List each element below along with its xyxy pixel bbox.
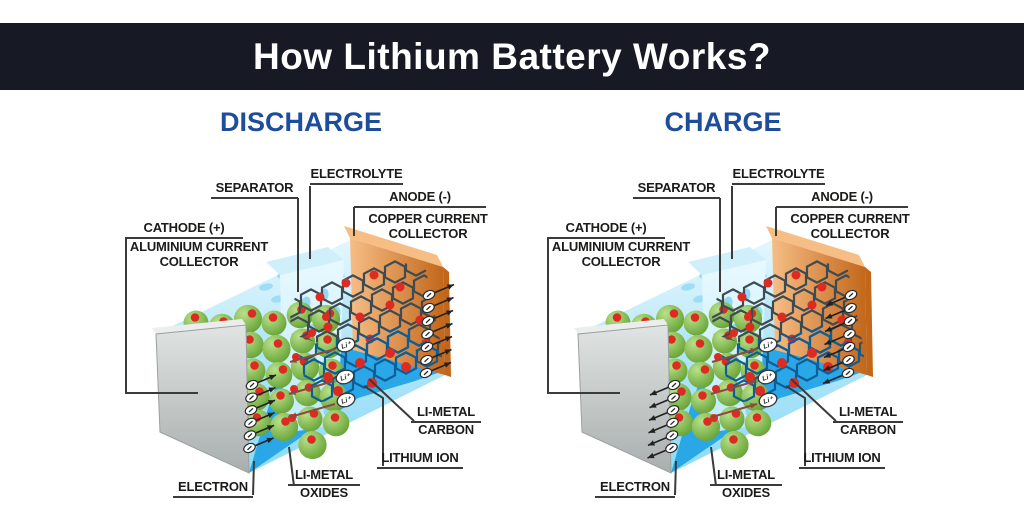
label-electrolyte: ELECTROLYTE (310, 166, 403, 186)
discharge-title: DISCHARGE (219, 107, 383, 137)
svg-text:Li⁺: Li⁺ (762, 341, 775, 351)
label-copper-current-collector: COPPER CURRENT COLLECTOR (368, 211, 488, 241)
label-cathode: CATHODE (+) (125, 220, 243, 240)
label-lithium-ion: LITHIUM ION (377, 450, 463, 470)
label-separator: SEPARATOR (211, 180, 298, 200)
label-electron: ELECTRON (595, 479, 675, 499)
svg-text:Li⁺: Li⁺ (340, 396, 353, 406)
label-anode: ANODE (-) (776, 189, 908, 209)
svg-text:Li⁺: Li⁺ (761, 373, 774, 383)
label-electrolyte: ELECTROLYTE (732, 166, 825, 186)
charge-battery-illustration: Li⁺ Li⁺ Li⁺ (547, 186, 873, 496)
discharge-battery-illustration: Li⁺ Li⁺ Li⁺ (125, 186, 455, 496)
label-electron: ELECTRON (173, 479, 253, 499)
aluminium-collector-slab (574, 319, 672, 474)
label-separator: SEPARATOR (633, 180, 720, 200)
aluminium-electron-flow (243, 374, 277, 454)
label-copper-current-collector: COPPER CURRENT COLLECTOR (790, 211, 910, 241)
charge-panel: CHARGE Li⁺ Li⁺ Li⁺ SEPARATOR ELECTROLYTE A… (450, 95, 970, 512)
header-title: How Lithium Battery Works? (252, 35, 772, 77)
electrolyte-lithium-dots (288, 313, 330, 422)
label-cathode: CATHODE (+) (547, 220, 665, 240)
svg-text:Li⁺: Li⁺ (340, 341, 353, 351)
connector-lines (547, 186, 837, 496)
svg-text:Li⁺: Li⁺ (339, 373, 352, 383)
aluminium-collector-slab (152, 319, 250, 474)
copper-electron-flow (419, 283, 455, 379)
label-aluminium-current-collector: ALUMINIUM CURRENT COLLECTOR (551, 239, 691, 269)
charge-title: CHARGE (664, 107, 782, 137)
aluminium-electron-flow (647, 379, 681, 459)
label-lithium-ion: LITHIUM ION (799, 450, 885, 470)
label-aluminium-current-collector: ALUMINIUM CURRENT COLLECTOR (129, 239, 269, 269)
connector-lines (125, 186, 415, 496)
svg-text:Li⁺: Li⁺ (762, 396, 775, 406)
lithium-ion-symbols: Li⁺ Li⁺ Li⁺ (710, 337, 778, 418)
label-anode: ANODE (-) (354, 189, 486, 209)
copper-electron-flow (822, 289, 858, 385)
header-banner: How Lithium Battery Works? (0, 23, 1024, 90)
discharge-panel: DISCHARGE Li⁺ Li⁺ Li⁺ SEPARATOR ELECTROLYT… (28, 95, 548, 512)
lithium-ion-symbols: Li⁺ Li⁺ Li⁺ (288, 337, 356, 418)
